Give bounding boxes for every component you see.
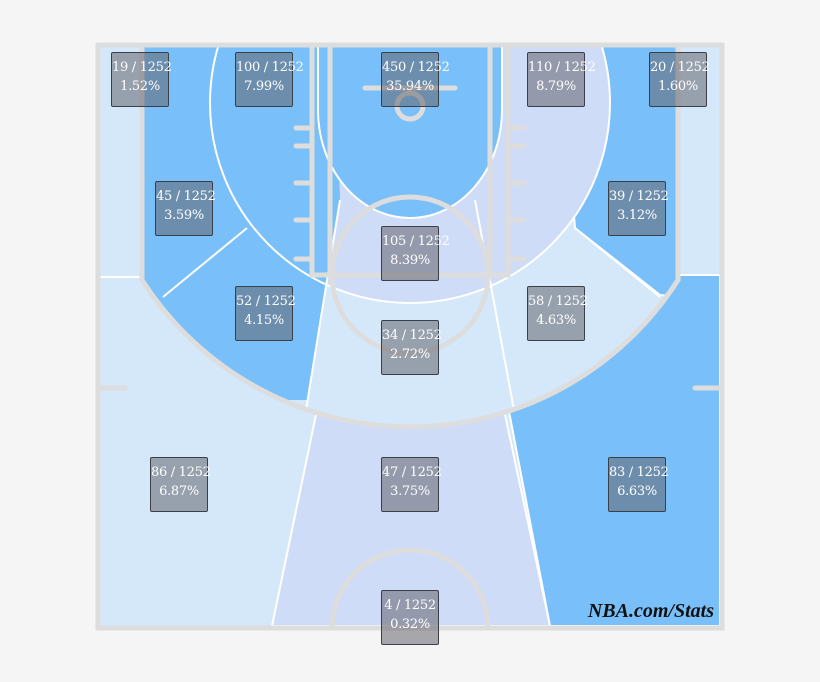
zone-percentage: 6.87% [159,484,199,499]
zone-fill-restricted-area [317,47,503,219]
zone-percentage: 35.94% [386,79,434,94]
zone-percentage: 8.39% [390,253,430,268]
court-lines [95,42,725,631]
zone-made-count: 58 / 1252 [528,294,588,309]
zone-made-count: 52 / 1252 [236,294,296,309]
zone-percentage: 7.99% [244,79,284,94]
zone-label-center-3: 47 / 1252 3.75% [381,457,442,512]
zone-made-count: 19 / 1252 [112,60,172,75]
zone-made-count: 86 / 1252 [151,465,211,480]
zone-made-count: 83 / 1252 [609,465,669,480]
zone-made-count: 100 / 1252 [236,60,304,75]
zone-made-count: 110 / 1252 [528,60,596,75]
zone-label-paint-non-ra: 105 / 1252 8.39% [381,226,450,281]
zone-percentage: 3.75% [390,484,430,499]
diag-line-right [574,227,661,298]
lane-hash-marks [293,125,527,262]
zone-percentage: 0.32% [390,617,430,632]
zone-label-left-long-baseline: 45 / 1252 3.59% [155,181,216,236]
three-point-line [139,47,681,430]
zone-made-count: 47 / 1252 [382,465,442,480]
zone-percentage: 1.60% [658,79,698,94]
zone-label-left-corner-3: 19 / 1252 1.52% [111,52,172,107]
zone-percentage: 4.15% [244,313,284,328]
zone-made-count: 20 / 1252 [650,60,710,75]
zone-label-restricted-area: 450 / 1252 35.94% [381,52,450,107]
zone-made-count: 39 / 1252 [609,189,669,204]
zone-label-left-wing-3: 86 / 1252 6.87% [150,457,211,512]
zone-label-right-long-baseline: 39 / 1252 3.12% [608,181,669,236]
zone-made-count: 4 / 1252 [384,598,436,613]
zone-label-backcourt: 4 / 1252 0.32% [381,590,439,645]
wedge-line-right [474,199,515,411]
zone-label-left-baseline-mid: 100 / 1252 7.99% [235,52,304,107]
zone-percentage: 3.59% [164,208,204,223]
wedge-line-left [305,199,341,411]
zone-percentage: 4.63% [536,313,576,328]
zone-label-right-wing-mid: 58 / 1252 4.63% [527,286,588,341]
zone-percentage: 6.63% [617,484,657,499]
mid-ellipse-line [209,47,611,304]
zone-percentage: 3.12% [617,208,657,223]
center-circle [329,547,491,629]
nba-stats-watermark: NBA.com/Stats [587,600,714,622]
zone-made-count: 45 / 1252 [156,189,216,204]
zone-label-right-corner-3: 20 / 1252 1.60% [649,52,710,107]
zone-percentage: 2.72% [390,347,430,362]
zone-label-right-wing-3: 83 / 1252 6.63% [608,457,669,512]
zone-made-count: 450 / 1252 [382,60,450,75]
zone-made-count: 34 / 1252 [382,328,442,343]
zone-percentage: 8.79% [536,79,576,94]
zone-label-center-mid: 34 / 1252 2.72% [381,320,442,375]
zone-label-left-wing-mid: 52 / 1252 4.15% [235,286,296,341]
zone-label-right-baseline-mid: 110 / 1252 8.79% [527,52,596,107]
diag-line-left [162,227,248,298]
zone-percentage: 1.52% [120,79,160,94]
zone-made-count: 105 / 1252 [382,234,450,249]
